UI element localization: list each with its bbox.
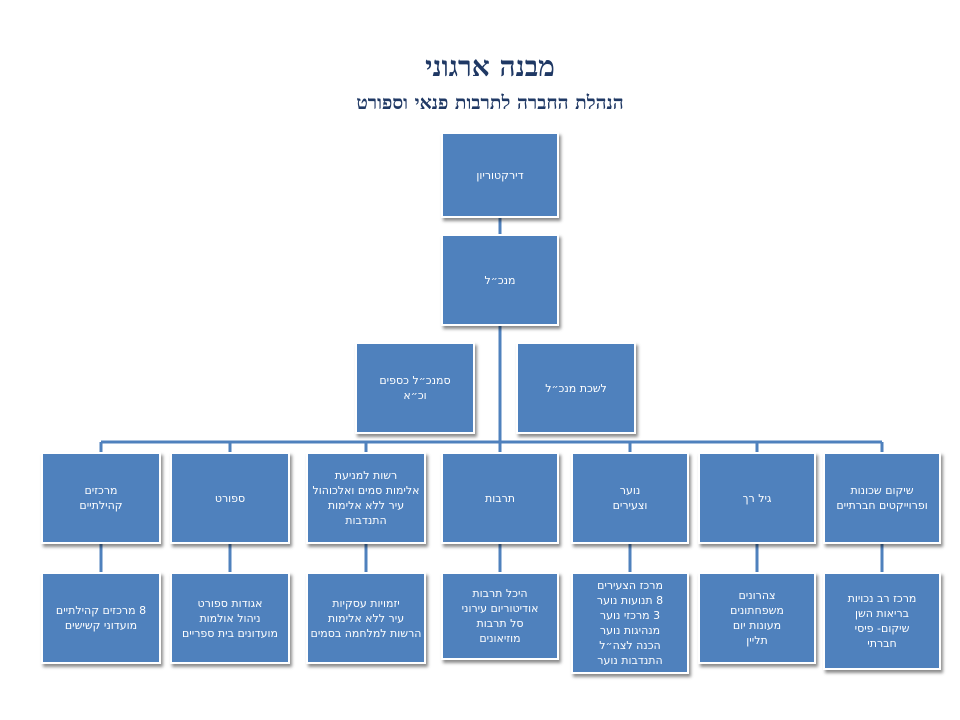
box-detail-youth: מרכז הצעירים 8 תנועות נוער 3 מרכזי נוער …: [571, 572, 689, 674]
box-detail-neighborhood-renewal: מרכז רב נכויות בריאות השן שיקום- פיסי חב…: [823, 572, 941, 670]
box-dept-culture: תרבות: [441, 452, 559, 544]
page-title: מבנה ארגוני: [425, 50, 555, 83]
box-detail-sport: אגודות ספורט ניהול אולמות מועדונים בית ס…: [170, 572, 290, 664]
box-dept-violence-prevention: רשות למניעת אלימות סמים ואלכוהול עיר ללא…: [306, 452, 426, 544]
box-directorate: דירקטוריון: [441, 132, 559, 218]
box-dept-youth: נוער וצעירים: [571, 452, 689, 544]
box-dept-sport: ספורט: [170, 452, 290, 544]
box-detail-violence-prevention: יזמויות עסקיות עיר ללא אלימות הרשות למלח…: [306, 572, 426, 664]
box-dept-early-childhood: גיל רך: [698, 452, 816, 544]
box-deputy-ceo-finance: סמנכ״ל כספים וכ״א: [355, 342, 475, 434]
box-ceo-office: לשכת מנכ״ל: [516, 342, 636, 434]
page-subtitle: הנהלת החברה לתרבות פנאי וספורט: [356, 92, 624, 114]
box-dept-neighborhood-renewal: שיקום שכונות ופרוייקטים חברתיים: [823, 452, 941, 544]
box-ceo: מנכ״ל: [441, 234, 559, 326]
box-detail-community-centers: 8 מרכזים קהילתיים מועדוני קשישים: [41, 572, 161, 664]
box-dept-community-centers: מרכזים קהילתיים: [41, 452, 161, 544]
box-detail-early-childhood: צהרונים משפחתונים מעונות יום תליין: [698, 572, 816, 664]
box-detail-culture: היכל תרבות אודיטוריום עירוני סל תרבות מו…: [441, 572, 559, 660]
